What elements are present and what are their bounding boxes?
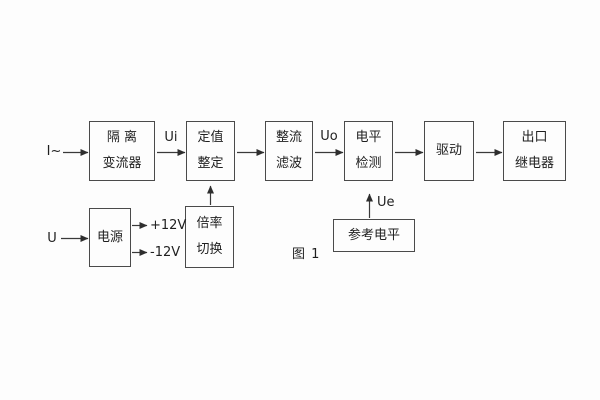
block-isolation-line2: 变流器	[102, 156, 142, 171]
block-ratio-line2: 切换	[196, 242, 223, 257]
block-drive: 驱动	[424, 121, 474, 181]
block-output-relay: 出口 继电器	[503, 121, 566, 181]
label-minus-12v: -12V	[150, 245, 181, 260]
figure-caption: 图 1	[292, 247, 321, 262]
block-relay-line1: 出口	[521, 130, 548, 145]
block-reference-line1: 参考电平	[347, 228, 400, 243]
block-isolation-line1: 隔 离	[106, 130, 138, 145]
label-uo: Uo	[320, 129, 338, 144]
block-ratio-line1: 倍率	[196, 216, 223, 231]
block-rectifier-line2: 滤波	[275, 156, 302, 171]
block-power-supply: 电源	[89, 208, 131, 267]
block-relay-line2: 继电器	[514, 156, 554, 171]
label-ui: Ui	[164, 130, 178, 145]
block-setpoint-adjustment: 定值 整定	[186, 121, 235, 181]
block-setting-line2: 整定	[197, 156, 224, 171]
block-power-line1: 电源	[96, 229, 123, 245]
block-level-detect: 电平 检测	[344, 121, 393, 181]
block-ratio-switch: 倍率 切换	[185, 206, 234, 268]
block-rectifier-filter: 整流 滤波	[265, 121, 313, 181]
label-ue: Ue	[377, 195, 395, 210]
block-isolation-transformer: 隔 离 变流器	[89, 121, 155, 181]
block-level-line1: 电平	[355, 130, 382, 145]
block-setting-line1: 定值	[197, 130, 224, 145]
block-reference-level: 参考电平	[333, 219, 415, 252]
block-rectifier-line1: 整流	[275, 130, 302, 145]
block-level-line2: 检测	[355, 156, 382, 171]
label-plus-12v: +12V	[150, 218, 187, 233]
label-input-current: I~	[46, 144, 62, 159]
label-input-voltage: U	[47, 231, 57, 246]
block-drive-line1: 驱动	[435, 143, 462, 158]
